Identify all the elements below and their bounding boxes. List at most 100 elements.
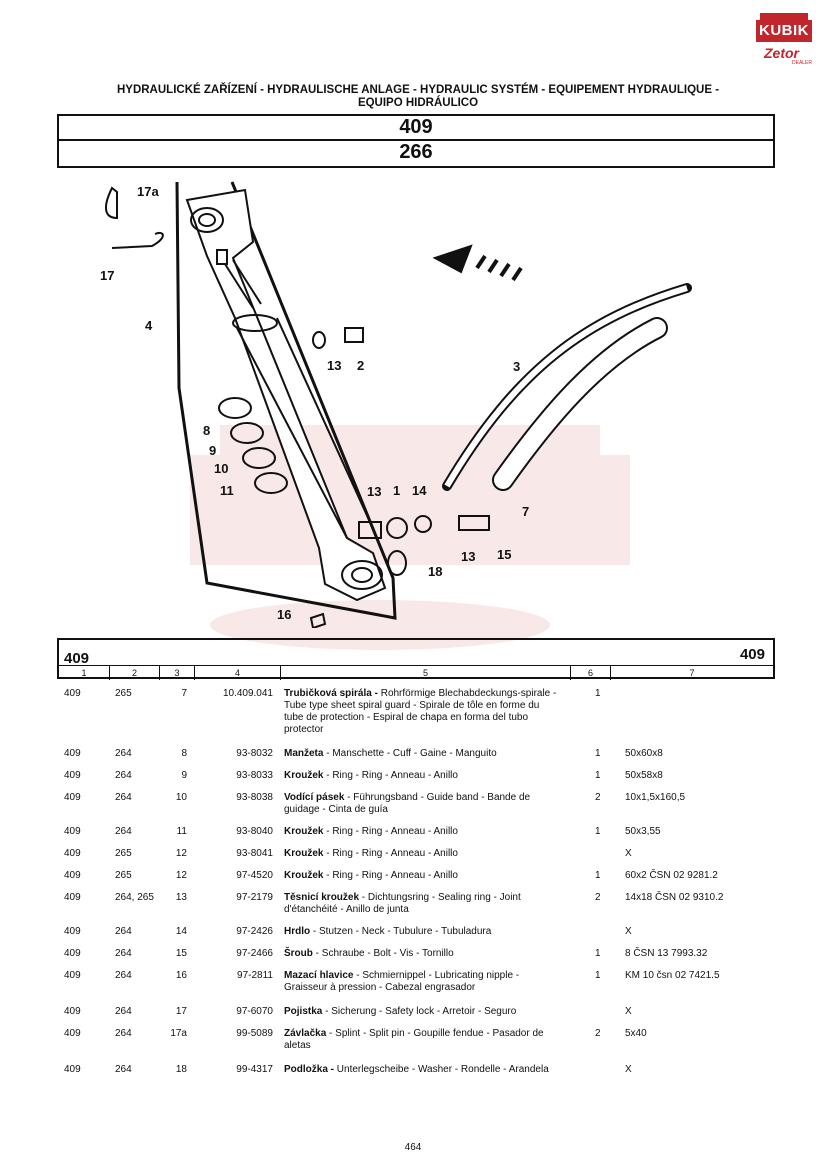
- cell-note: 14x18 ČSN 02 9310.2: [625, 892, 724, 903]
- parts-table-header: 409 409 1 2 3 4 5 6 7: [57, 638, 775, 680]
- cell-description: Mazací hlavice - Schmiernippel - Lubrica…: [284, 970, 520, 993]
- cell-quantity: 1: [595, 870, 601, 881]
- page-number: 464: [404, 1142, 422, 1153]
- cell-description: Hrdlo - Stutzen - Neck - Tubulure - Tubu…: [284, 926, 492, 937]
- cell-note: 60x2 ČSN 02 9281.2: [625, 870, 718, 881]
- cell-group: 409: [64, 688, 81, 699]
- cuff-icon: [218, 397, 252, 419]
- cell-position: 12: [175, 870, 187, 881]
- cell-description: Šroub - Schraube - Bolt - Vis - Tornillo: [284, 948, 454, 959]
- cell-group: 409: [64, 748, 81, 759]
- callout-16: 16: [277, 607, 291, 622]
- column-header-4: 4: [194, 666, 280, 680]
- table-group-right: 409: [739, 646, 765, 663]
- cell-quantity: 1: [595, 970, 601, 981]
- cell-quantity: 1: [595, 748, 601, 759]
- cell-note: X: [625, 926, 632, 937]
- callout-4: 4: [145, 318, 153, 333]
- cell-position: 15: [175, 948, 187, 959]
- cell-group: 409: [64, 1028, 81, 1039]
- cell-subgroup: 265: [115, 848, 132, 859]
- cell-group: 409: [64, 848, 81, 859]
- cell-note: 50x58x8: [625, 770, 663, 781]
- cell-quantity: 2: [595, 1028, 601, 1039]
- cell-note: X: [625, 1006, 632, 1017]
- cell-part-number: 93-8038: [236, 792, 273, 803]
- cell-subgroup: 264: [115, 770, 132, 781]
- callout-15: 15: [497, 547, 511, 562]
- cell-part-number: 99-4317: [236, 1064, 273, 1075]
- cell-description: Trubičková spirála - Rohrförmige Blechab…: [284, 688, 557, 735]
- cell-quantity: 1: [595, 948, 601, 959]
- cell-group: 409: [64, 870, 81, 881]
- callout-9: 9: [209, 443, 216, 458]
- sealing-ring-icon: [312, 331, 326, 349]
- cell-subgroup: 265: [115, 870, 132, 881]
- cell-subgroup: 264: [115, 970, 132, 981]
- cell-note: X: [625, 848, 632, 859]
- callout-10: 10: [214, 461, 228, 476]
- callout-13-bottom: 13: [461, 549, 475, 564]
- cell-description: Závlačka - Splint - Split pin - Goupille…: [284, 1028, 544, 1051]
- page-heading: HYDRAULICKÉ ZAŘÍZENÍ - HYDRAULISCHE ANLA…: [60, 84, 776, 110]
- cell-note: 50x3,55: [625, 826, 661, 837]
- cell-quantity: 1: [595, 826, 601, 837]
- cell-subgroup: 264: [115, 1064, 132, 1075]
- cylinder-icon: [185, 188, 387, 602]
- ring-icon: [230, 422, 264, 444]
- logo-brand: KUBIK: [756, 13, 812, 42]
- ring-icon-2: [254, 472, 288, 494]
- cell-position: 18: [175, 1064, 187, 1075]
- bolt-icon: [344, 327, 364, 343]
- cell-group: 409: [64, 826, 81, 837]
- cell-subgroup: 264: [115, 926, 132, 937]
- column-header-7: 7: [610, 666, 773, 680]
- column-header-5: 5: [280, 666, 570, 680]
- cell-quantity: 1: [595, 688, 601, 699]
- bolt-icon-2: [458, 515, 490, 531]
- cell-part-number: 93-8041: [236, 848, 273, 859]
- callout-2: 2: [357, 358, 364, 373]
- cell-description: Kroužek - Ring - Ring - Anneau - Anillo: [284, 770, 458, 781]
- guide-band-icon: [242, 447, 276, 469]
- safety-lock-icon: [111, 232, 164, 249]
- cell-description: Vodící pásek - Führungsband - Guide band…: [284, 792, 531, 815]
- cell-part-number: 10.409.041: [222, 688, 273, 699]
- cell-quantity: 2: [595, 792, 601, 803]
- cell-description: Těsnicí kroužek - Dichtungsring - Sealin…: [284, 892, 521, 915]
- cell-group: 409: [64, 770, 81, 781]
- callout-13-mid: 13: [367, 484, 381, 499]
- direction-arrow-icon: [432, 244, 473, 274]
- cell-note: 50x60x8: [625, 748, 663, 759]
- cell-quantity: 1: [595, 770, 601, 781]
- cell-group: 409: [64, 792, 81, 803]
- cell-position: 7: [181, 688, 187, 699]
- column-header-6: 6: [570, 666, 610, 680]
- cell-note: X: [625, 1064, 632, 1075]
- callout-17: 17: [100, 268, 114, 283]
- cell-note: 8 ČSN 13 7993.32: [625, 948, 708, 959]
- fitting-icon: [358, 521, 382, 539]
- cell-part-number: 93-8040: [236, 826, 273, 837]
- callout-7: 7: [522, 504, 529, 519]
- cell-group: 409: [64, 1064, 81, 1075]
- callout-14: 14: [412, 483, 427, 498]
- subgroup-code-box: 266: [57, 141, 775, 168]
- cell-description: Kroužek - Ring - Ring - Anneau - Anillo: [284, 870, 458, 881]
- cell-position: 17a: [170, 1028, 187, 1039]
- cell-group: 409: [64, 970, 81, 981]
- heading-line-2: EQUIPO HIDRÁULICO: [357, 97, 479, 109]
- hydraulic-cylinder-diagram: 17a 17 4 13 2 3 8 9 10 11 13 1 14 7 13 1…: [100, 181, 692, 628]
- cell-group: 409: [64, 1006, 81, 1017]
- sealing-ring-icon-2: [414, 515, 432, 533]
- cell-subgroup: 264: [115, 1006, 132, 1017]
- cell-subgroup: 264: [115, 748, 132, 759]
- cell-part-number: 97-2811: [237, 970, 273, 981]
- cell-description: Podložka - Unterlegscheibe - Washer - Ro…: [284, 1064, 549, 1075]
- callout-17a: 17a: [137, 184, 159, 199]
- cell-position: 12: [175, 848, 187, 859]
- cell-description: Pojistka - Sicherung - Safety lock - Arr…: [284, 1006, 517, 1017]
- washer-icon: [387, 550, 407, 576]
- cell-part-number: 97-6070: [236, 1006, 273, 1017]
- cell-subgroup: 264: [115, 948, 132, 959]
